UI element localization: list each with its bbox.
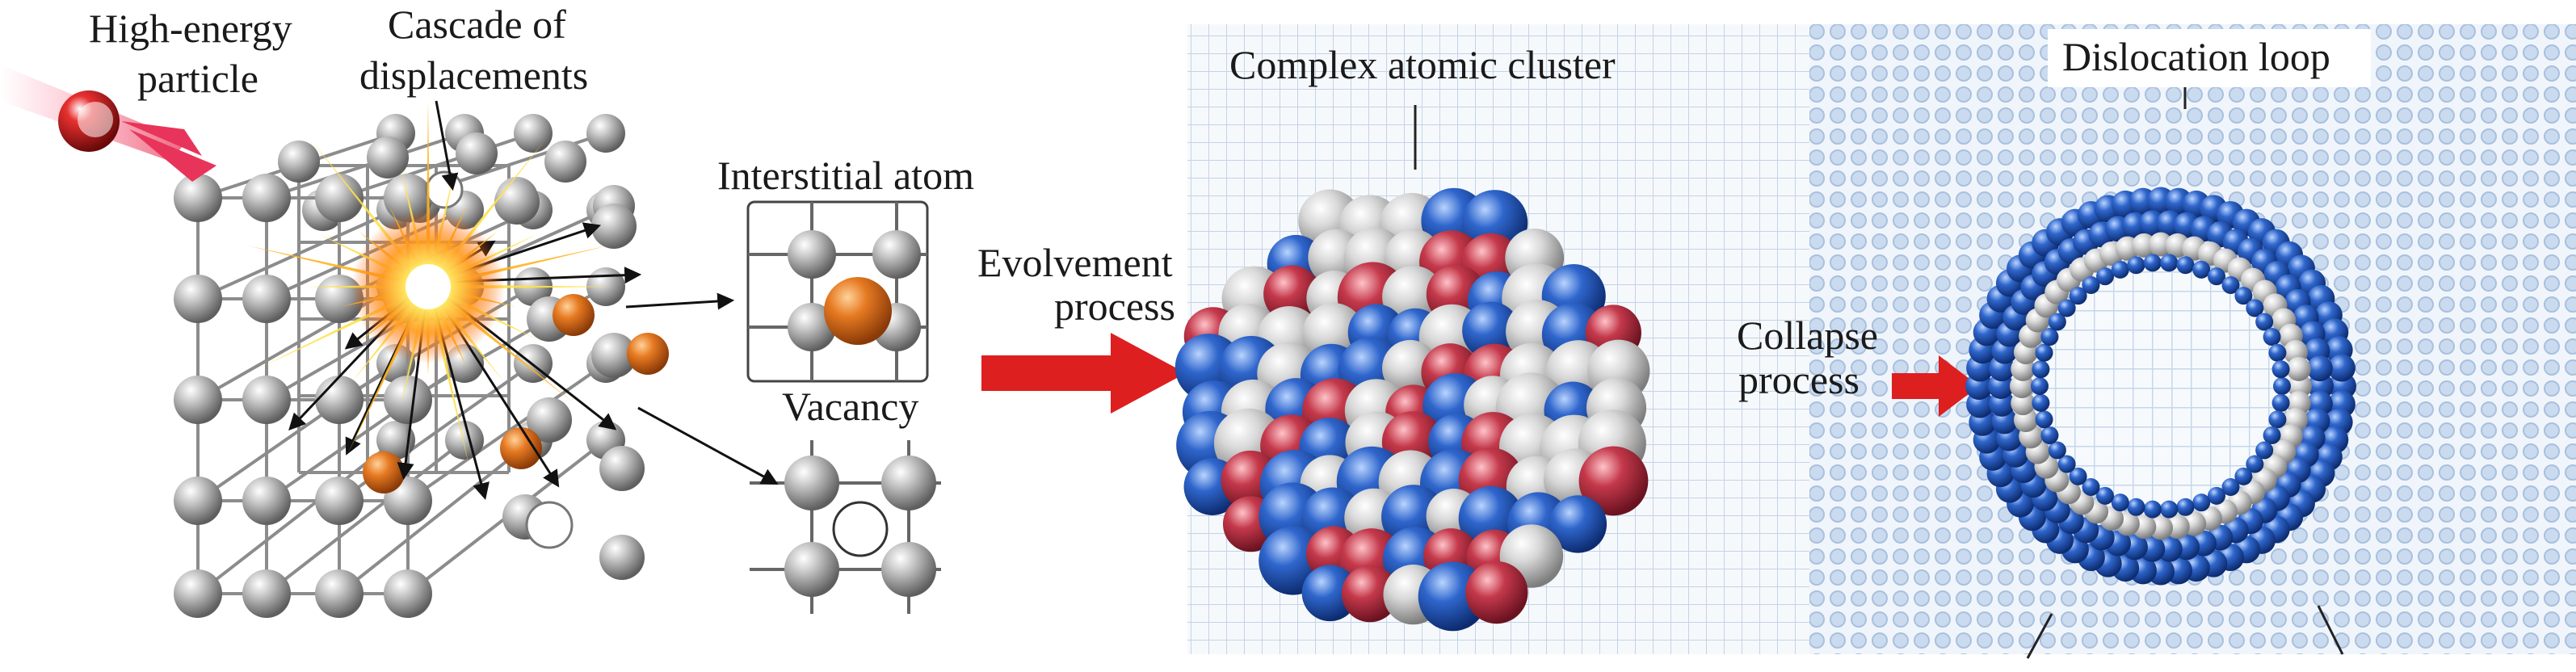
lattice-cube-icon [174,114,669,618]
dislocation-loop-label: Dislocation loop [2062,34,2330,79]
atomic-cluster-icon [1175,187,1650,632]
evolvement-arrow-icon [981,333,1186,414]
interstitial-atom-icon [824,277,892,345]
cluster-label: Complex atomic cluster [1229,42,1616,87]
vacancy-label: Vacancy [782,384,919,429]
explosion-icon [246,101,614,468]
particle-label-line1: High-energy [89,6,292,51]
cascade-label-line2: displacements [359,52,589,98]
interstitial-pointer [625,292,735,310]
collapse-arrow-icon [1892,355,1979,417]
particle-label-line2: particle [137,56,258,101]
evolvement-label-line2: process [1054,284,1175,329]
collapse-label-line1: Collapse [1737,313,1878,358]
loop-label-background [2048,29,2371,87]
interstitial-box [746,200,929,383]
collapse-label-line2: process [1738,357,1860,402]
vacancy-pointer [637,406,779,485]
dislocation-loop-icon [1965,187,2356,586]
vacancy-icon [750,440,941,614]
cascade-pointer [435,100,459,191]
interstitial-label: Interstitial atom [717,153,974,198]
evolvement-label-line1: Evolvement [977,240,1173,285]
cascade-label-line1: Cascade of [388,2,566,47]
high-energy-particle-icon [0,65,216,182]
